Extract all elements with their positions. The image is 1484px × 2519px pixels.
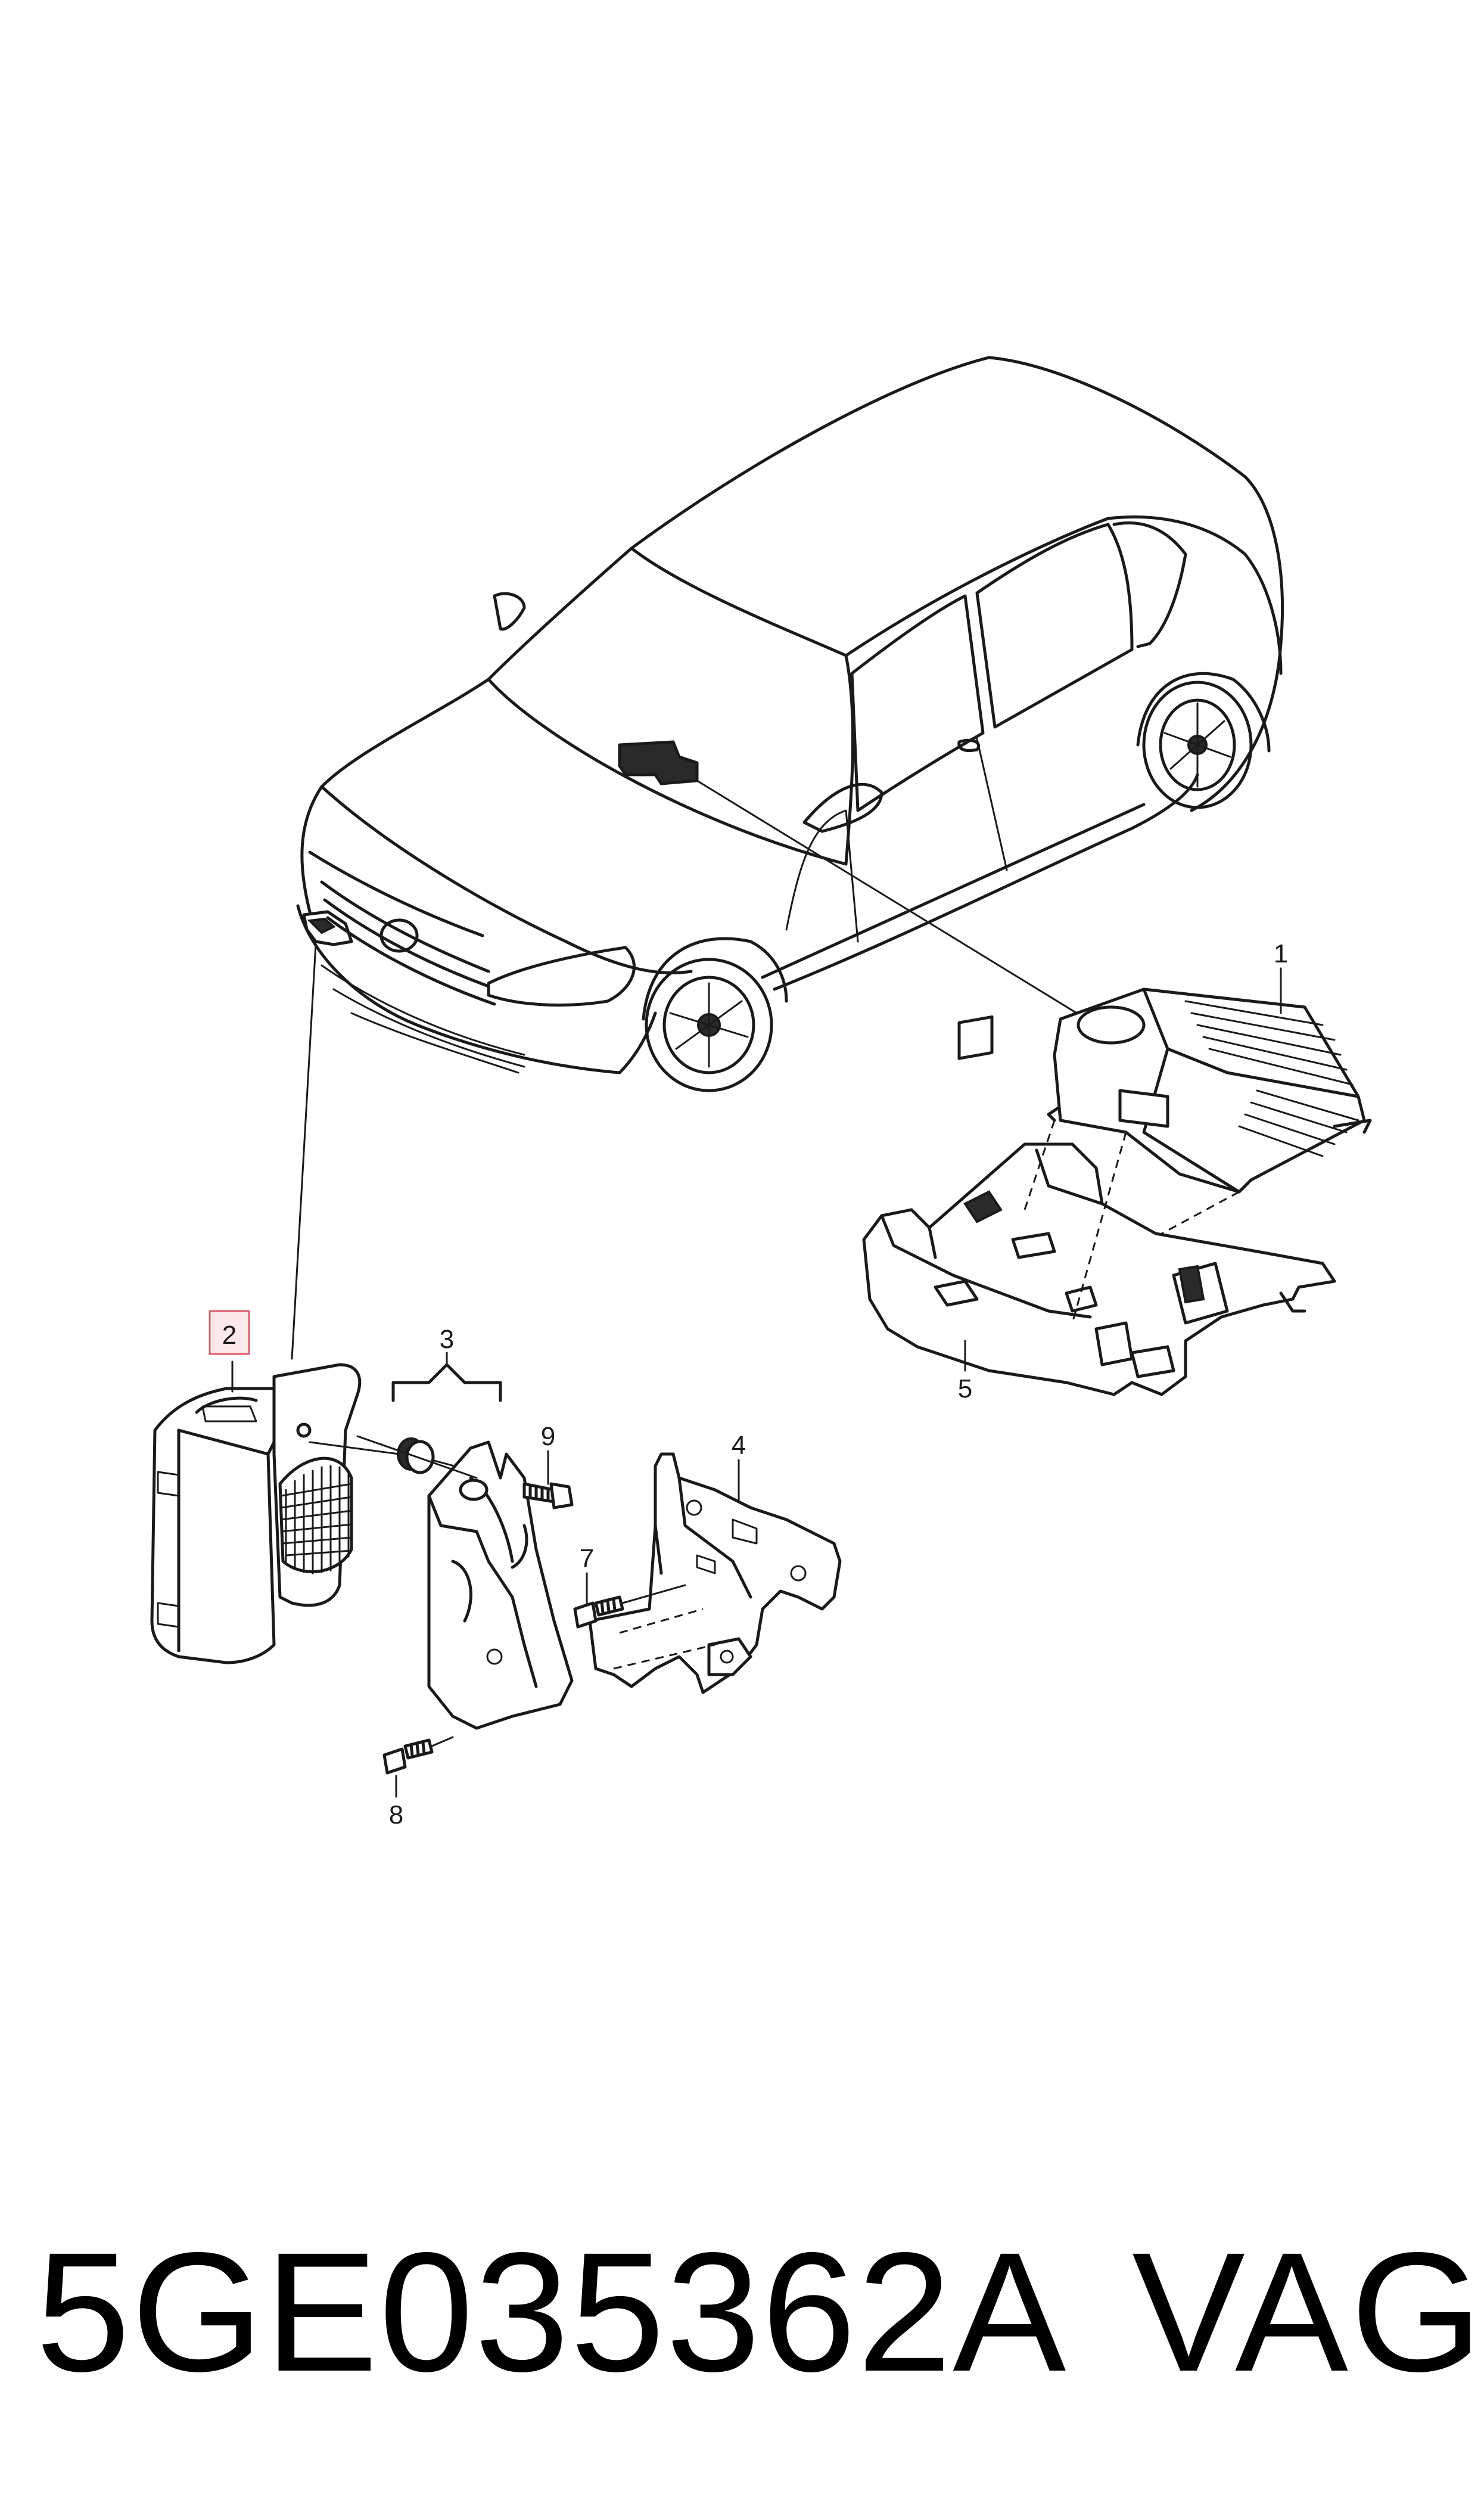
part-number-footer: 5GE035362A VAG: [36, 2217, 1483, 2408]
callout-9: 9: [541, 1422, 555, 1451]
bolt-part-7: [573, 1584, 686, 1629]
callout-5: 5: [958, 1374, 972, 1403]
bolt-part-9: [522, 1482, 574, 1509]
callout-leaders: [231, 967, 1282, 1798]
callout-2: 2: [222, 1321, 237, 1350]
bolt-part-8: [382, 1736, 454, 1775]
bracket-part-5: [862, 1015, 1336, 1396]
callout-7: 7: [580, 1544, 594, 1573]
radar-sensor-part-2: [150, 1363, 362, 1664]
callout-2-highlight: [209, 1310, 250, 1355]
bracket-part-4: [588, 1452, 842, 1694]
leader-lines: [291, 779, 1097, 1360]
car-illustration: [296, 356, 1284, 1092]
callout-8: 8: [389, 1800, 403, 1830]
assembly-dashed-lines: [1023, 1120, 1240, 1324]
part-number: 5GE035362A: [36, 2217, 1068, 2407]
callout-1: 1: [1274, 939, 1288, 968]
dashed-assembly-bracket: [613, 1608, 715, 1670]
mounting-bracket: [356, 1435, 574, 1730]
control-unit-part-1: [1047, 987, 1372, 1194]
brand-name: VAG: [1132, 2217, 1484, 2407]
callout-3: 3: [440, 1325, 454, 1354]
callout-4: 4: [732, 1431, 746, 1460]
grommet-part-3: [309, 1352, 502, 1474]
